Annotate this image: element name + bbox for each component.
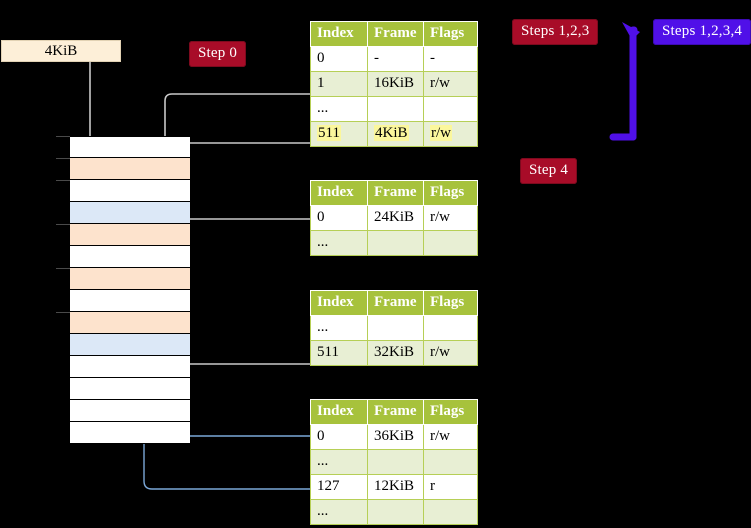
table-cell: r/w: [423, 424, 478, 450]
table-cell: 127: [310, 474, 368, 500]
steps-123-badge: Steps 1,2,3: [512, 19, 599, 45]
memory-frame-row: [70, 180, 190, 202]
memory-frame-row: [70, 202, 190, 224]
memory-frame-row: [70, 378, 190, 400]
table-row: ...: [310, 230, 478, 256]
column-header-index: Index: [310, 290, 368, 316]
memory-frame-row: [70, 400, 190, 422]
memory-frame-tick: [56, 268, 70, 269]
table-cell: r/w: [423, 340, 478, 366]
column-header-frame: Frame: [367, 399, 424, 425]
memory-frame-row: [70, 268, 190, 290]
table-cell: [423, 96, 478, 122]
memory-frame-row: [70, 356, 190, 378]
table-cell: 4KiB: [367, 121, 424, 147]
memory-frame-tick: [56, 312, 70, 313]
table-row: 511 4KiB r/w: [310, 121, 478, 147]
memory-frame-row: [70, 290, 190, 312]
table-cell: 32KiB: [367, 340, 424, 366]
memory-frame-tick: [56, 224, 70, 225]
column-header-index: Index: [310, 399, 368, 425]
table-cell: 12KiB: [367, 474, 424, 500]
column-header-frame: Frame: [367, 290, 424, 316]
table-cell: ...: [310, 449, 368, 475]
column-header-index: Index: [310, 21, 368, 47]
memory-frame-row: [70, 158, 190, 180]
table-row: ...: [310, 449, 478, 475]
table-cell: -: [423, 46, 478, 72]
table-cell: ...: [310, 96, 368, 122]
table-row: ...: [310, 499, 478, 525]
memory-frame-row: [70, 224, 190, 246]
table-cell: -: [367, 46, 424, 72]
page-size-label: 4KiB: [44, 42, 78, 59]
page-size-box: 4KiB: [1, 40, 121, 62]
table-cell: 16KiB: [367, 71, 424, 97]
table-cell: [423, 449, 478, 475]
table-cell: r/w: [423, 205, 478, 231]
table-row: ...: [310, 96, 478, 122]
steps-1234-badge: Steps 1,2,3,4: [653, 19, 751, 45]
physical-memory-column: [56, 136, 190, 444]
table-cell: 0: [310, 424, 368, 450]
highlighted-value: 511: [317, 125, 341, 141]
table-cell: [423, 315, 478, 341]
memory-frame-row: [70, 246, 190, 268]
table-cell: [367, 230, 424, 256]
step-0-badge: Step 0: [189, 41, 247, 67]
table-cell: [367, 449, 424, 475]
table-cell: 0: [310, 46, 368, 72]
highlighted-value: 4KiB: [374, 125, 409, 141]
column-header-flags: Flags: [423, 399, 478, 425]
table-cell: ...: [310, 230, 368, 256]
memory-frame-row: [70, 422, 190, 444]
table-cell: 511: [310, 121, 368, 147]
table-row: ...: [310, 315, 478, 341]
table-cell: ...: [310, 315, 368, 341]
table-cell: [423, 230, 478, 256]
column-header-frame: Frame: [367, 180, 424, 206]
table-cell: [423, 499, 478, 525]
column-header-flags: Flags: [423, 290, 478, 316]
table-cell: 24KiB: [367, 205, 424, 231]
column-header-flags: Flags: [423, 21, 478, 47]
table-cell: [367, 96, 424, 122]
memory-frame-tick: [56, 158, 70, 159]
memory-frame-row: [70, 136, 190, 158]
table-cell: 0: [310, 205, 368, 231]
table-cell: 36KiB: [367, 424, 424, 450]
memory-frame-tick: [56, 180, 70, 181]
table-cell: ...: [310, 499, 368, 525]
table-cell: 1: [310, 71, 368, 97]
table-cell: 511: [310, 340, 368, 366]
table-cell: r: [423, 474, 478, 500]
highlighted-value: r/w: [430, 125, 452, 141]
memory-frame-tick: [56, 136, 70, 137]
memory-frame-row: [70, 334, 190, 356]
column-header-frame: Frame: [367, 21, 424, 47]
table-cell: r/w: [423, 71, 478, 97]
table-row: 0--: [310, 46, 478, 72]
column-header-index: Index: [310, 180, 368, 206]
column-header-flags: Flags: [423, 180, 478, 206]
memory-frame-row: [70, 312, 190, 334]
table-cell: [367, 315, 424, 341]
table-cell: r/w: [423, 121, 478, 147]
step-4-badge: Step 4: [520, 158, 578, 184]
table-cell: [367, 499, 424, 525]
